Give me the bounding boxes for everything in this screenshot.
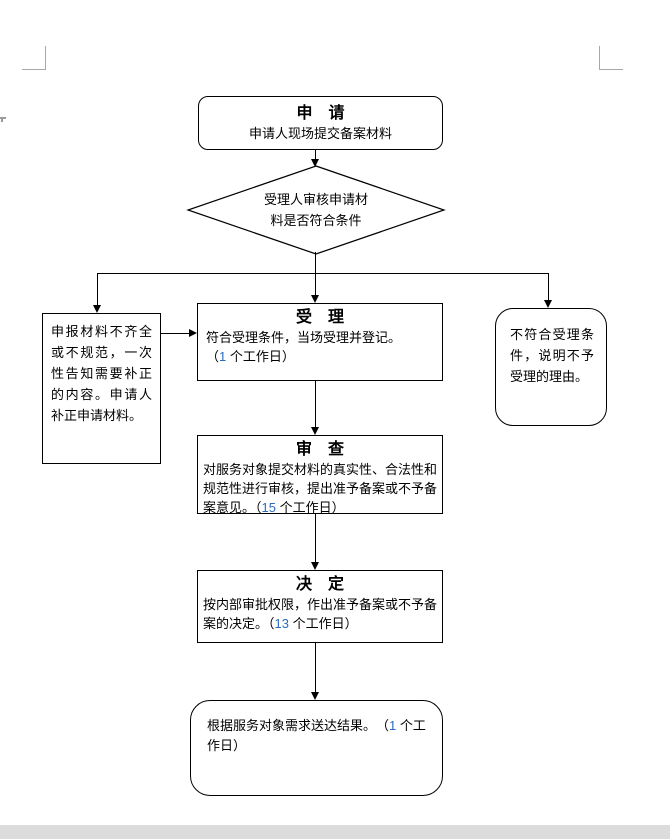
connector-apply-decision: [315, 150, 316, 159]
apply-body: 申请人现场提交备案材料: [248, 126, 392, 141]
decision-line2: 料是否符合条件: [270, 213, 362, 228]
connector-decision-accept: [315, 252, 316, 296]
cropmark-top-right-vertical: [599, 46, 600, 70]
arrowhead-down-icon: [311, 692, 319, 700]
connector-supplement-accept: [161, 333, 190, 334]
diamond-shape: [186, 165, 446, 255]
cropmark-top-left-vertical: [45, 46, 46, 70]
review-body-text: 对服务对象提交材料的真实性、合法性和规范性进行审核，提出准予备案或不予备案意见。…: [203, 462, 438, 515]
review-body-text: 个工作日）: [275, 500, 345, 515]
deliver-body: 根据服务对象需求送达结果。 （1 个工作日）: [207, 716, 428, 756]
flow-box-decide: 决 定 按内部审批权限，作出准予备案或不予备案的决定。（13 个工作日）: [197, 570, 443, 643]
decide-title: 决 定: [295, 576, 344, 593]
decide-body-text: 个工作日）: [288, 616, 358, 631]
connector-branch-horizontal: [97, 273, 549, 274]
deliver-body-text: 根据服务对象需求送达结果。 （: [207, 718, 390, 733]
connector-accept-review: [315, 381, 316, 428]
reject-body: 不符合受理条件，说明不予受理的理由。: [510, 327, 594, 384]
arrowhead-down-icon: [311, 427, 319, 435]
arrowhead-right-icon: [189, 329, 197, 337]
flow-box-review: 审 查 对服务对象提交材料的真实性、合法性和规范性进行审核，提出准予备案或不予备…: [197, 435, 443, 517]
cropmark-top-right-horizontal: [599, 69, 623, 70]
connector-branch-right: [548, 273, 549, 301]
flow-box-accept: 受 理 符合受理条件，当场受理并登记。 （1 个工作日）: [197, 303, 443, 381]
decision-text: 受理人审核申请材 料是否符合条件: [186, 165, 446, 255]
arrowhead-down-icon: [93, 305, 101, 313]
connector-branch-left: [97, 273, 98, 306]
decision-line1: 受理人审核申请材: [263, 192, 368, 207]
flow-box-reject: 不符合受理条件，说明不予受理的理由。: [495, 308, 607, 426]
connector-review-decide: [315, 514, 316, 563]
flow-decision-diamond: 受理人审核申请材 料是否符合条件: [186, 165, 446, 255]
arrowhead-down-icon: [311, 295, 319, 303]
flow-box-apply: 申 请 申请人现场提交备案材料: [198, 96, 443, 150]
flow-box-supplement: 申报材料不齐全或不规范，一次性告知需要补正的内容。申请人补正申请材料。: [42, 313, 161, 464]
deliver-days: 1: [389, 718, 397, 733]
deliver-body-text: 个工作日）: [207, 718, 426, 753]
decide-body: 按内部审批权限，作出准予备案或不予备案的决定。（13 个工作日）: [203, 595, 437, 633]
bottom-gray-bar: [0, 825, 670, 839]
review-days: 15: [261, 500, 276, 515]
apply-title: 申 请: [296, 105, 345, 122]
accept-days: 1: [219, 349, 227, 364]
decide-days: 13: [274, 616, 289, 631]
review-title: 审 查: [295, 441, 344, 458]
left-edge-artifact: [1, 119, 3, 122]
accept-body: 符合受理条件，当场受理并登记。 （1 个工作日）: [206, 328, 434, 366]
decide-body-text: 按内部审批权限，作出准予备案或不予备案的决定。（: [203, 597, 438, 631]
flow-box-deliver: 根据服务对象需求送达结果。 （1 个工作日）: [190, 700, 443, 796]
accept-body-text: 符合受理条件，当场受理并登记。 （: [206, 330, 421, 364]
arrowhead-down-icon: [544, 300, 552, 308]
left-edge-artifact: [0, 117, 6, 119]
accept-title: 受 理: [295, 309, 344, 326]
supplement-body: 申报材料不齐全或不规范，一次性告知需要补正的内容。申请人补正申请材料。: [51, 324, 152, 423]
accept-body-text: 个工作日）: [226, 349, 295, 364]
arrowhead-down-icon: [311, 159, 319, 167]
connector-decide-deliver: [315, 643, 316, 693]
review-body: 对服务对象提交材料的真实性、合法性和规范性进行审核，提出准予备案或不予备案意见。…: [203, 460, 437, 517]
arrowhead-down-icon: [311, 562, 319, 570]
cropmark-top-left-horizontal: [22, 69, 46, 70]
